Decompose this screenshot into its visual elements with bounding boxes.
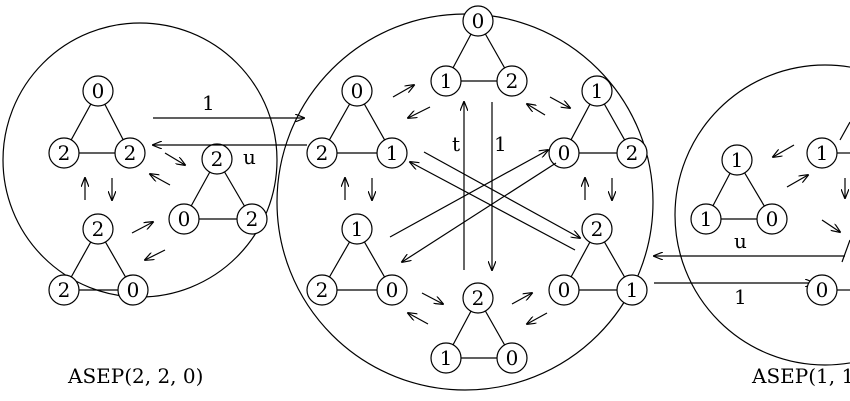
right-partial-nodes: 1 0 [806, 121, 850, 306]
caption-right: ASEP(1, 1 [751, 364, 850, 388]
middle-triangle-bottom: 2 1 0 [430, 282, 528, 374]
node-label: 1 [440, 346, 453, 370]
node-label: 1 [591, 79, 604, 103]
middle-triangle-lower-right: 2 0 1 [548, 213, 648, 306]
node-label: 2 [58, 278, 71, 302]
node-label: 0 [351, 79, 364, 103]
left-triangle-top: 0 2 2 [48, 75, 146, 169]
right-cluster-arrows [773, 144, 845, 232]
rate-label-u: u [734, 229, 747, 253]
left-triangle-side: 2 0 2 [168, 143, 268, 235]
middle-triangle-lower-left: 1 2 0 [306, 213, 408, 306]
node-label: 1 [816, 141, 829, 165]
right-cluster-boundary [674, 64, 850, 366]
node-label: 2 [92, 217, 105, 241]
node-label: 2 [626, 141, 639, 165]
node-label: 2 [246, 207, 259, 231]
node-label: 1 [440, 69, 453, 93]
left-triangle-bottom: 2 2 0 [48, 213, 149, 306]
node-label: 2 [316, 141, 329, 165]
node-label: 1 [626, 278, 639, 302]
node-label: 0 [178, 207, 191, 231]
node-label: 0 [766, 207, 779, 231]
middle-triangle-upper-left: 0 2 1 [306, 75, 408, 169]
node-label: 0 [558, 141, 571, 165]
rate-label-1: 1 [734, 285, 747, 309]
rate-label-1: 1 [494, 132, 507, 156]
node-label: 0 [816, 278, 829, 302]
node-label: 2 [472, 286, 485, 310]
node-label: 0 [92, 79, 105, 103]
node-label: 1 [731, 148, 744, 172]
node-label: 2 [316, 278, 329, 302]
node-label: 1 [351, 217, 364, 241]
middle-cluster-arrows [345, 85, 612, 324]
middle-triangle-upper-right: 1 0 2 [548, 75, 648, 169]
node-label: 2 [591, 217, 604, 241]
node-label: 2 [506, 69, 519, 93]
left-middle-transitions [153, 118, 307, 145]
node-label: 2 [58, 141, 71, 165]
rate-label-u: u [243, 145, 256, 169]
middle-cluster-boundary [276, 13, 654, 391]
node-label: 2 [124, 141, 137, 165]
node-label: 0 [506, 346, 519, 370]
node-label: 0 [386, 278, 399, 302]
node-label: 0 [472, 9, 485, 33]
node-label: 0 [558, 278, 571, 302]
left-cluster-arrows [85, 152, 185, 260]
rate-label-1: 1 [202, 91, 215, 115]
node-label: 1 [700, 207, 713, 231]
caption-left: ASEP(2, 2, 0) [67, 364, 203, 388]
middle-right-transitions [654, 256, 845, 283]
right-triangle-left: 1 1 0 [690, 144, 788, 235]
node-label: 0 [127, 278, 140, 302]
middle-triangle-top: 0 1 2 [430, 5, 528, 97]
rate-label-t: t [452, 132, 460, 156]
node-label: 1 [386, 141, 399, 165]
node-label: 2 [211, 147, 224, 171]
